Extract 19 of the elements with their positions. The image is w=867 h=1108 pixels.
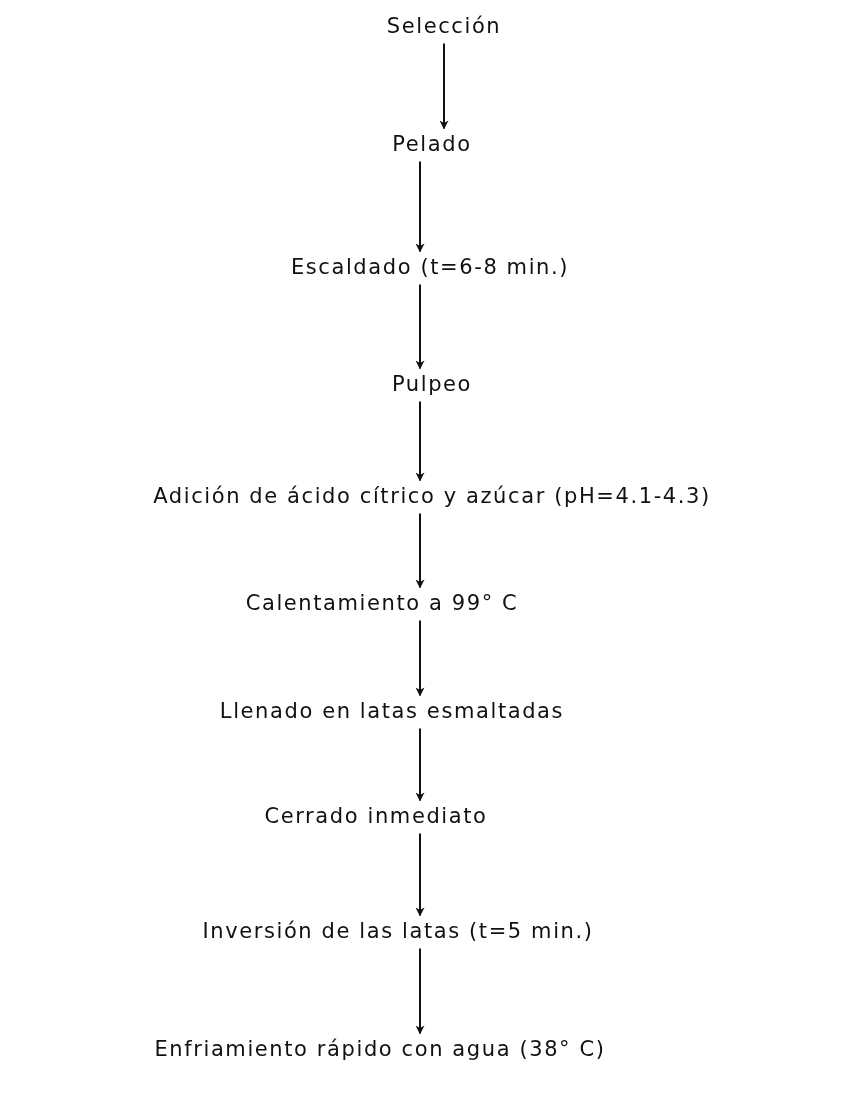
process-step-label: Escaldado (t=6-8 min.) bbox=[290, 253, 570, 283]
process-step-label: Llenado en latas esmaltadas bbox=[219, 697, 565, 727]
arrow bbox=[415, 727, 425, 802]
arrow bbox=[415, 400, 425, 482]
process-step-label: Enfriamiento rápido con agua (38° C) bbox=[154, 1035, 606, 1065]
arrow bbox=[415, 947, 425, 1035]
arrow bbox=[415, 160, 425, 253]
arrow bbox=[415, 283, 425, 370]
arrow bbox=[415, 619, 425, 697]
process-step-label: Calentamiento a 99° C bbox=[245, 589, 519, 619]
process-step-label: Pelado bbox=[392, 130, 472, 160]
process-step-label: Cerrado inmediato bbox=[264, 802, 488, 832]
process-step-label: Selección bbox=[386, 12, 502, 42]
process-step-label: Pulpeo bbox=[391, 370, 473, 400]
process-step-label: Inversión de las latas (t=5 min.) bbox=[202, 917, 594, 947]
arrow bbox=[415, 832, 425, 917]
process-step-label: Adición de ácido cítrico y azúcar (pH=4.1-4.3) bbox=[153, 482, 711, 512]
arrow bbox=[415, 512, 425, 589]
arrow bbox=[439, 42, 449, 130]
